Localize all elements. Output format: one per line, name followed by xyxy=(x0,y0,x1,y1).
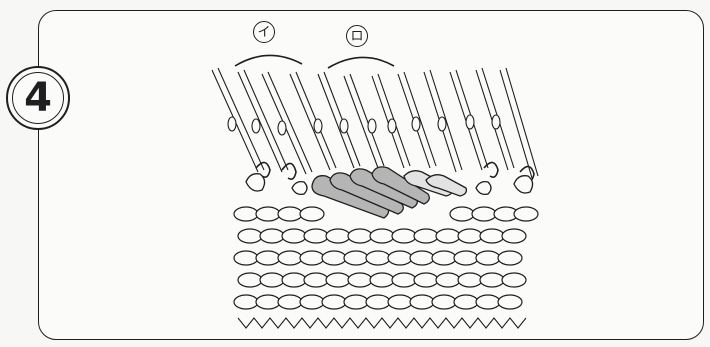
knitted-fabric xyxy=(234,207,538,309)
fabric-bottom-edge xyxy=(238,318,526,328)
step-number-badge: 4 xyxy=(6,66,70,130)
group-a-label: イ xyxy=(253,21,275,43)
group-b-bracket xyxy=(328,57,394,68)
group-a-bracket xyxy=(235,55,302,66)
step-number: 4 xyxy=(12,72,64,124)
group-b-label: ロ xyxy=(346,25,368,47)
transferred-loops xyxy=(312,167,466,218)
